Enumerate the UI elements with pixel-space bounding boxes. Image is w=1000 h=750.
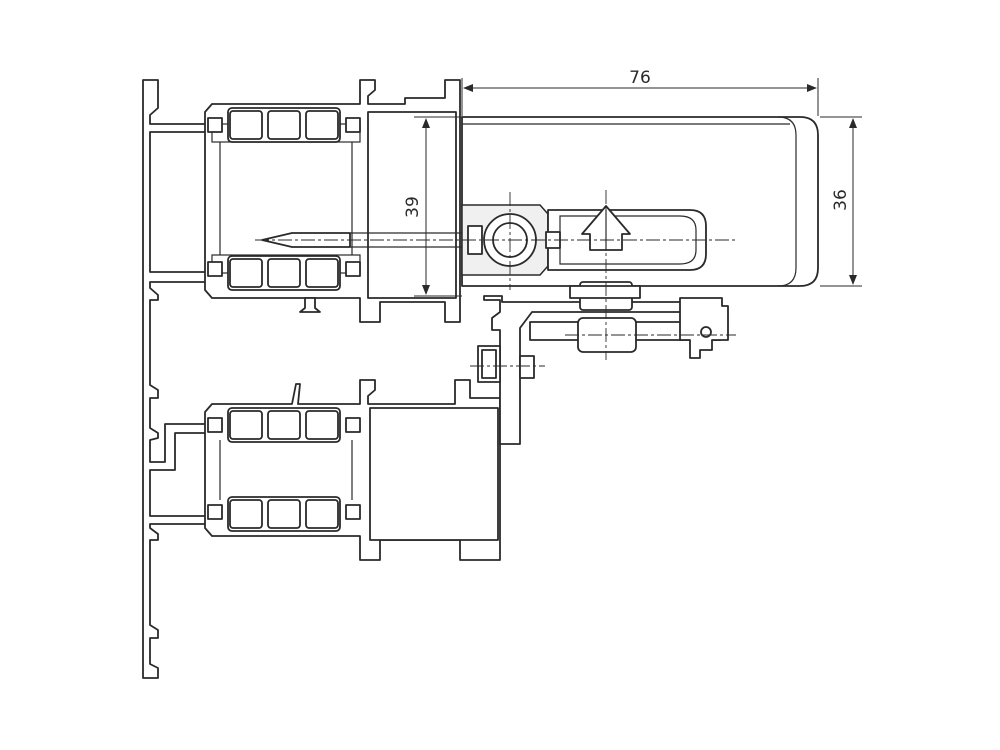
lower-sash-profile <box>204 379 501 561</box>
bracket-end-clip <box>679 297 729 359</box>
dimension-left-height: 39 <box>403 116 462 297</box>
center-lines <box>255 190 736 367</box>
upper-sash-profile <box>204 79 461 323</box>
dimension-39-label: 39 <box>403 196 423 218</box>
dimension-36-label: 36 <box>831 189 851 211</box>
dimension-right-height: 36 <box>820 116 862 287</box>
closer-hardware <box>461 204 707 311</box>
frame-profile <box>142 79 211 679</box>
thermal-break-lower <box>227 407 341 532</box>
thermal-break-upper <box>227 107 341 291</box>
dimension-top-width: 76 <box>461 68 819 116</box>
mounting-bracket <box>477 295 729 445</box>
dimension-76-label: 76 <box>629 68 651 88</box>
